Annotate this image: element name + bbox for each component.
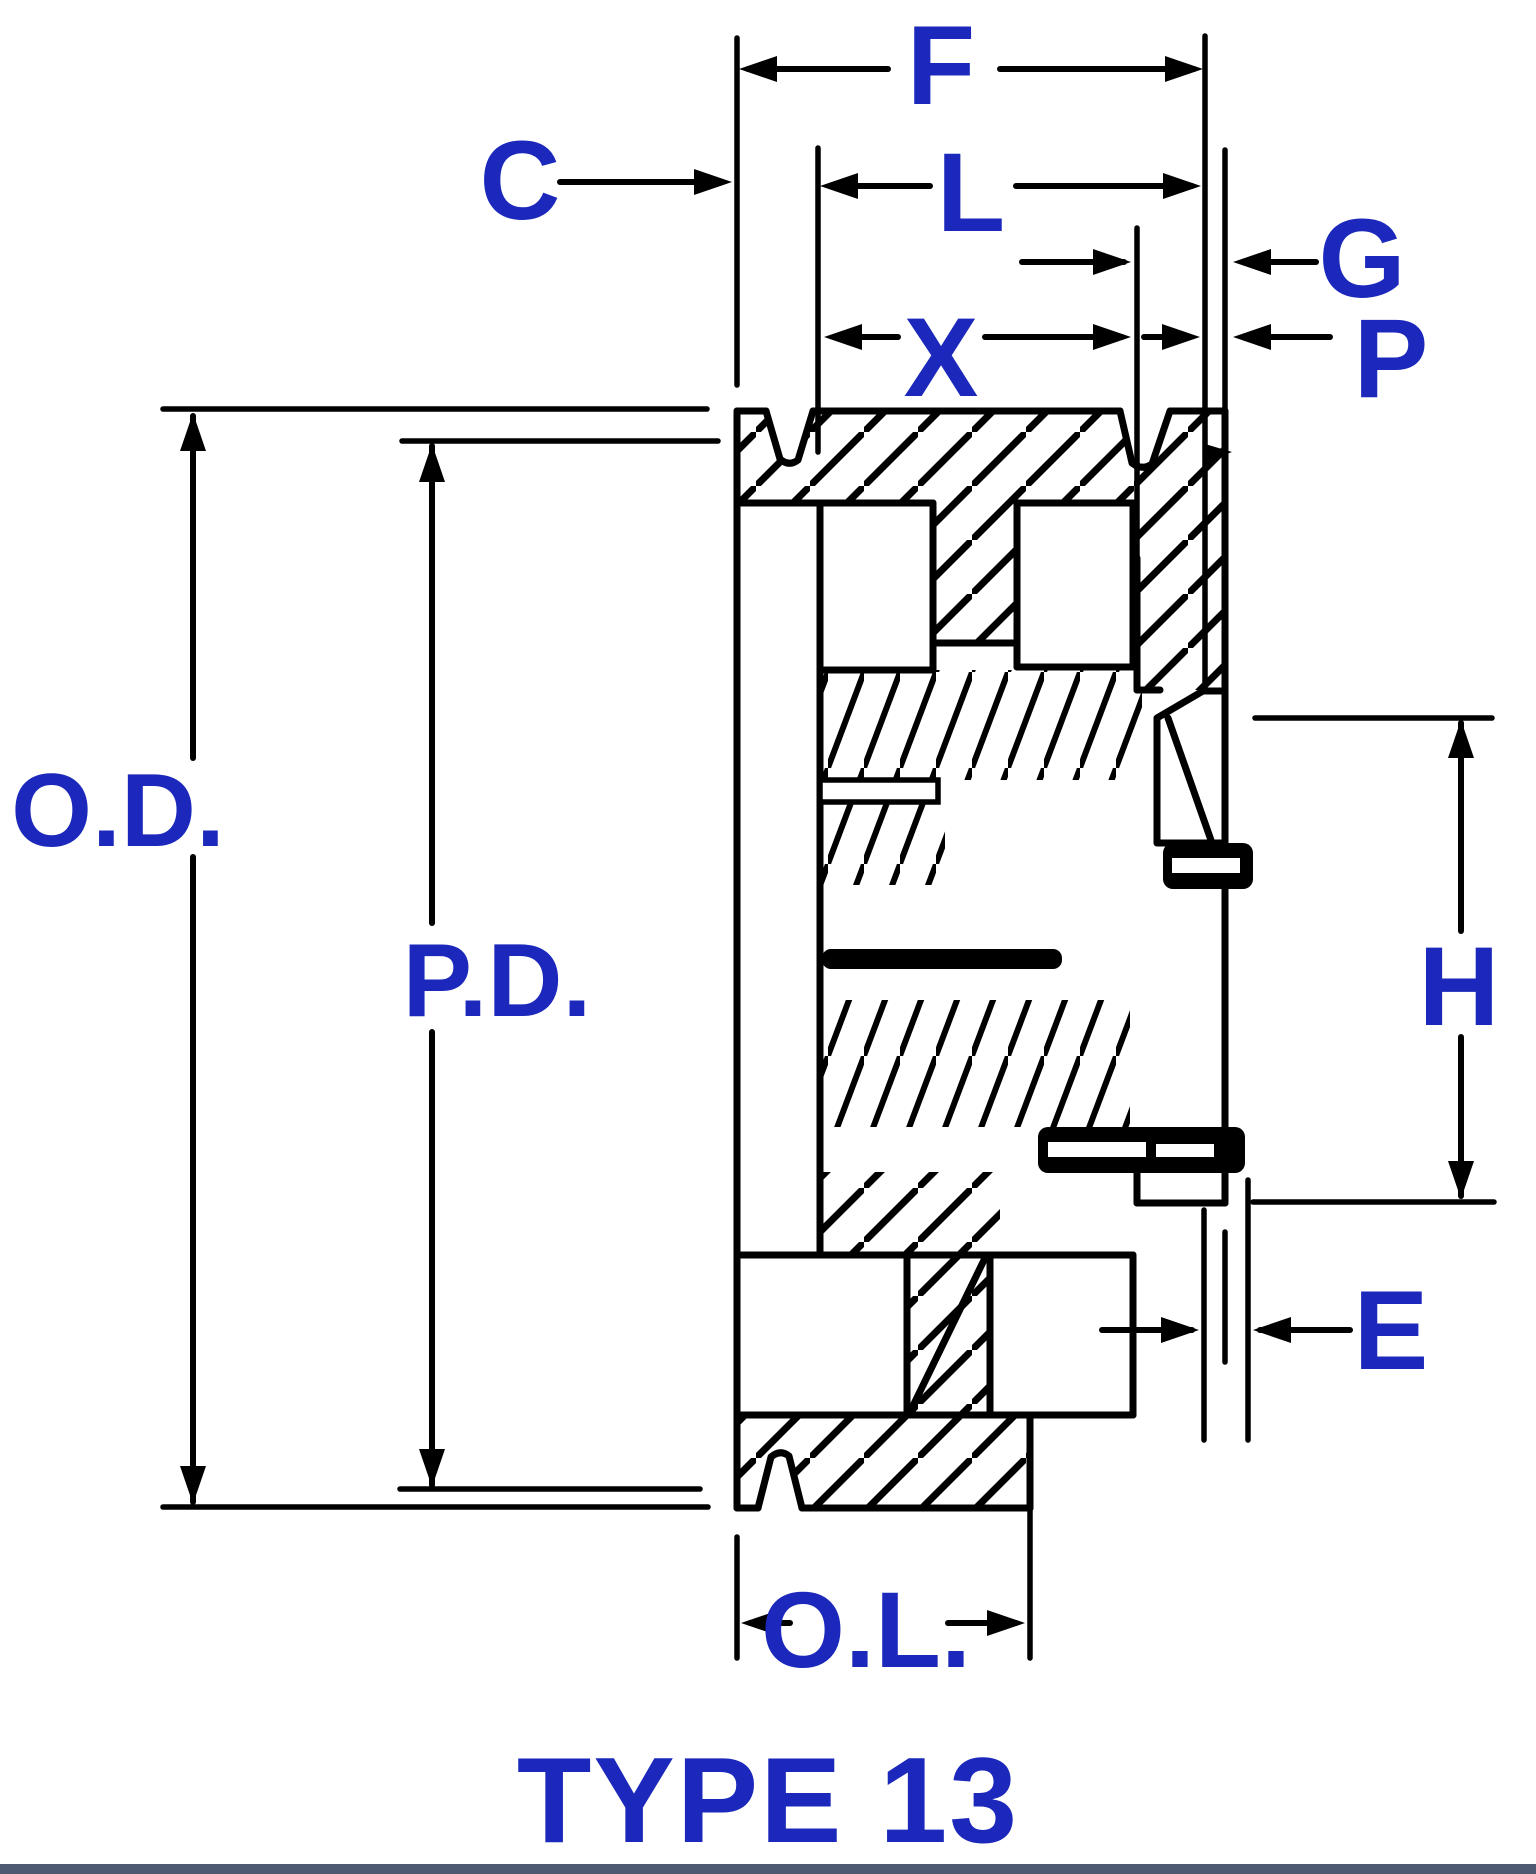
lower-groove-cavity-left bbox=[737, 1255, 907, 1415]
upper-groove-cavity-left bbox=[820, 503, 933, 670]
dim-label-p: P bbox=[1354, 296, 1429, 421]
pulley-outline bbox=[733, 407, 1229, 1512]
drawing-title: TYPE 13 bbox=[517, 1732, 1019, 1868]
dim-label-l: L bbox=[937, 130, 1005, 255]
bottom-edge-artifact bbox=[0, 1864, 1536, 1874]
groove-cavities bbox=[737, 407, 1174, 1512]
bushing-hatching bbox=[820, 670, 1142, 1127]
flange-tab bbox=[1205, 444, 1232, 462]
dim-label-g: G bbox=[1318, 196, 1405, 321]
dim-label-x: X bbox=[904, 295, 979, 420]
upper-groove-cavity-right bbox=[1017, 503, 1133, 667]
dimension-arrowheads bbox=[180, 56, 1474, 1636]
dim-label-pd: P.D. bbox=[403, 923, 592, 1039]
dim-label-c: C bbox=[480, 118, 561, 243]
dim-label-ol: O.L. bbox=[761, 1569, 971, 1690]
dim-label-od: O.D. bbox=[11, 753, 225, 869]
bore-and-keyway bbox=[817, 777, 1062, 969]
cap-screws bbox=[1038, 843, 1253, 1173]
dim-label-f: F bbox=[907, 3, 975, 128]
keyway-bar bbox=[822, 949, 1062, 969]
dim-label-e: E bbox=[1354, 1268, 1429, 1393]
dim-label-h: H bbox=[1419, 924, 1500, 1049]
extension-lines bbox=[160, 33, 1497, 1661]
dimension-labels: F C L G X P O.D. P.D. H E O.L. bbox=[11, 3, 1499, 1690]
bushing-flange bbox=[1153, 444, 1232, 847]
lower-groove-cavity-right bbox=[990, 1255, 1133, 1415]
pulley-section bbox=[733, 407, 1253, 1512]
